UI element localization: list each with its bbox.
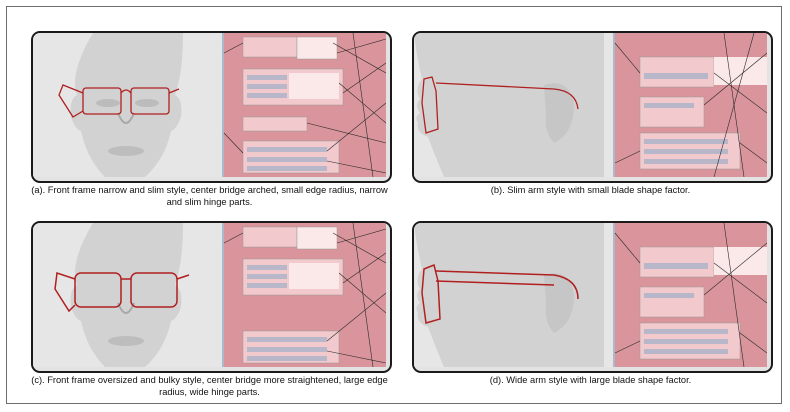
node-graph-icon [223,33,386,177]
glasses-frame-icon [58,84,180,118]
head-model-icon [414,33,604,177]
node-graph-icon [223,223,386,367]
screenshot-d [412,221,773,373]
caption-c: (c). Front frame oversized and bulky sty… [31,375,388,397]
head-model-icon [414,223,604,367]
glasses-frame-icon [421,76,579,134]
panel-c: (c). Front frame oversized and bulky sty… [31,221,392,401]
caption-b: (b). Slim arm style with small blade sha… [490,185,691,195]
screenshot-a [31,31,392,183]
node-graph-icon [614,33,767,177]
node-graph-icon [614,223,767,367]
caption-a: (a). Front frame narrow and slim style, … [31,185,388,207]
panel-b: (b). Slim arm style with small blade sha… [412,31,773,211]
panel-a: (a). Front frame narrow and slim style, … [31,31,392,211]
head-model-icon [70,33,183,177]
glasses-frame-icon [54,271,190,313]
figure-container: (a). Front frame narrow and slim style, … [6,6,782,404]
glasses-frame-icon [421,263,579,324]
screenshot-b [412,31,773,183]
screenshot-c [31,221,392,373]
caption-d: (d). Wide arm style with large blade sha… [489,375,692,385]
panel-d: (d). Wide arm style with large blade sha… [412,221,773,401]
